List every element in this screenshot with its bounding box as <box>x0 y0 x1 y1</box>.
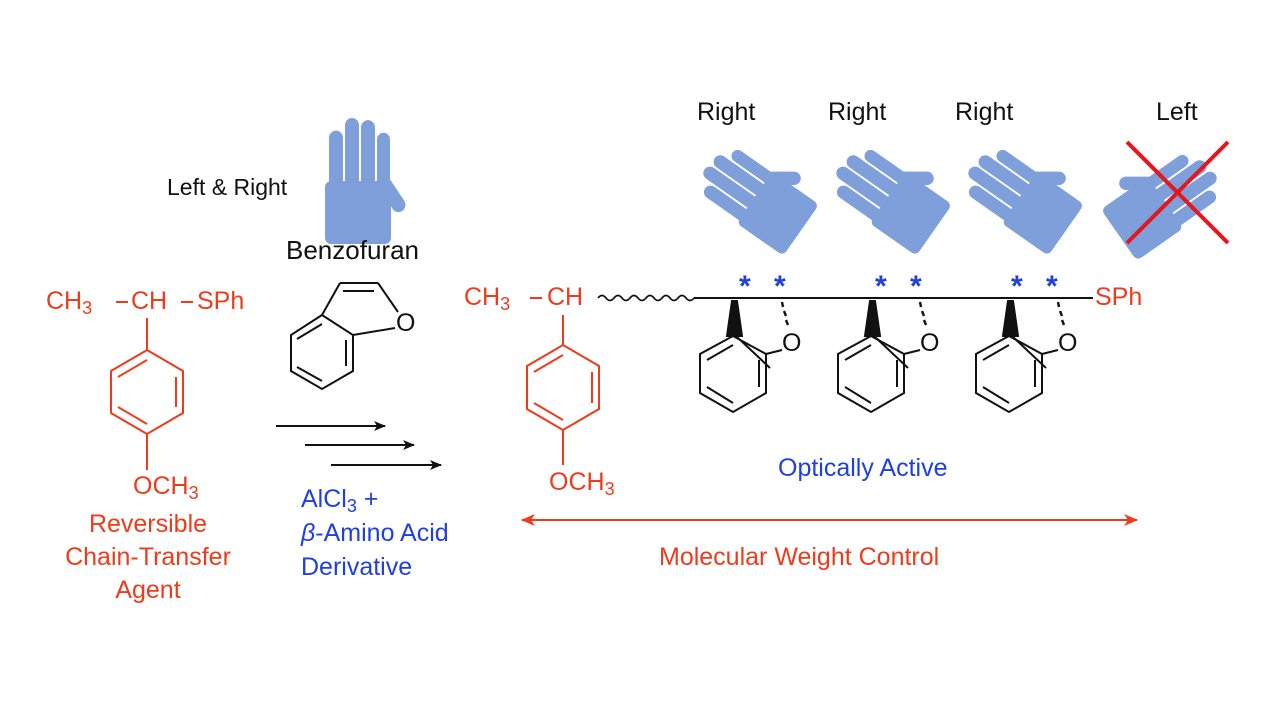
stereo-mark-2: * <box>774 270 786 303</box>
repeat-unit-2 <box>837 300 928 414</box>
glove-icon-right-1 <box>689 125 829 256</box>
cross-line-2 <box>1125 140 1230 245</box>
ring-oxygen-1: O <box>782 329 802 357</box>
stereo-mark-1: * <box>739 270 751 303</box>
ring-oxygen-2: O <box>920 329 940 357</box>
left-label: Left <box>1156 98 1198 126</box>
polymer-end-group-structure <box>526 297 600 465</box>
cta-sph-group: SPh <box>197 287 245 315</box>
polymer-ch3-group: CH3 <box>464 283 511 315</box>
stereo-mark-6: * <box>1046 270 1058 303</box>
catalyst-line2: β-Amino Acid <box>301 519 449 547</box>
catalyst-line3: Derivative <box>301 553 413 581</box>
cta-ch-group: CH <box>131 287 168 315</box>
repeat-unit-3 <box>975 300 1066 414</box>
monomer-oxygen: O <box>396 309 416 337</box>
stereo-mark-3: * <box>875 270 887 303</box>
cta-structure <box>110 301 193 470</box>
reaction-arrows-icon <box>276 421 442 470</box>
mw-control-label: Molecular Weight Control <box>659 543 940 571</box>
wavy-bond <box>597 294 695 302</box>
catalyst-line1: AlCl3 + <box>301 485 379 517</box>
glove-icon-right-3 <box>954 125 1094 256</box>
glove-icon-open <box>325 118 409 244</box>
polymer-sph-end: SPh <box>1095 283 1143 311</box>
glove-icon-right-2 <box>822 125 962 256</box>
left-right-label: Left & Right <box>167 174 288 200</box>
monomer-name: Benzofuran <box>286 235 419 265</box>
benzofuran-structure-icon <box>290 282 399 391</box>
cta-label-line3: Agent <box>115 576 181 604</box>
repeat-unit-1 <box>699 300 790 414</box>
cta-description: Reversible Chain-Transfer Agent <box>30 508 266 607</box>
polymer-methoxy-group: OCH3 <box>549 468 615 500</box>
cta-ch3-group: CH3 <box>46 287 93 319</box>
ring-oxygen-3: O <box>1058 329 1078 357</box>
optically-active-label: Optically Active <box>778 454 948 482</box>
stereo-mark-5: * <box>1011 270 1023 303</box>
cta-label-line2: Chain-Transfer <box>65 543 231 571</box>
right-label-1: Right <box>697 98 756 126</box>
right-label-2: Right <box>828 98 887 126</box>
cta-label-line1: Reversible <box>88 510 208 538</box>
stereo-mark-4: * <box>910 270 922 303</box>
glove-icon-left-crossed <box>1091 130 1231 261</box>
cta-methoxy-group: OCH3 <box>133 472 199 504</box>
polymer-ch-group: CH <box>547 283 584 311</box>
ring-oxygen-bonds <box>765 349 1059 355</box>
right-label-3: Right <box>955 98 1014 126</box>
